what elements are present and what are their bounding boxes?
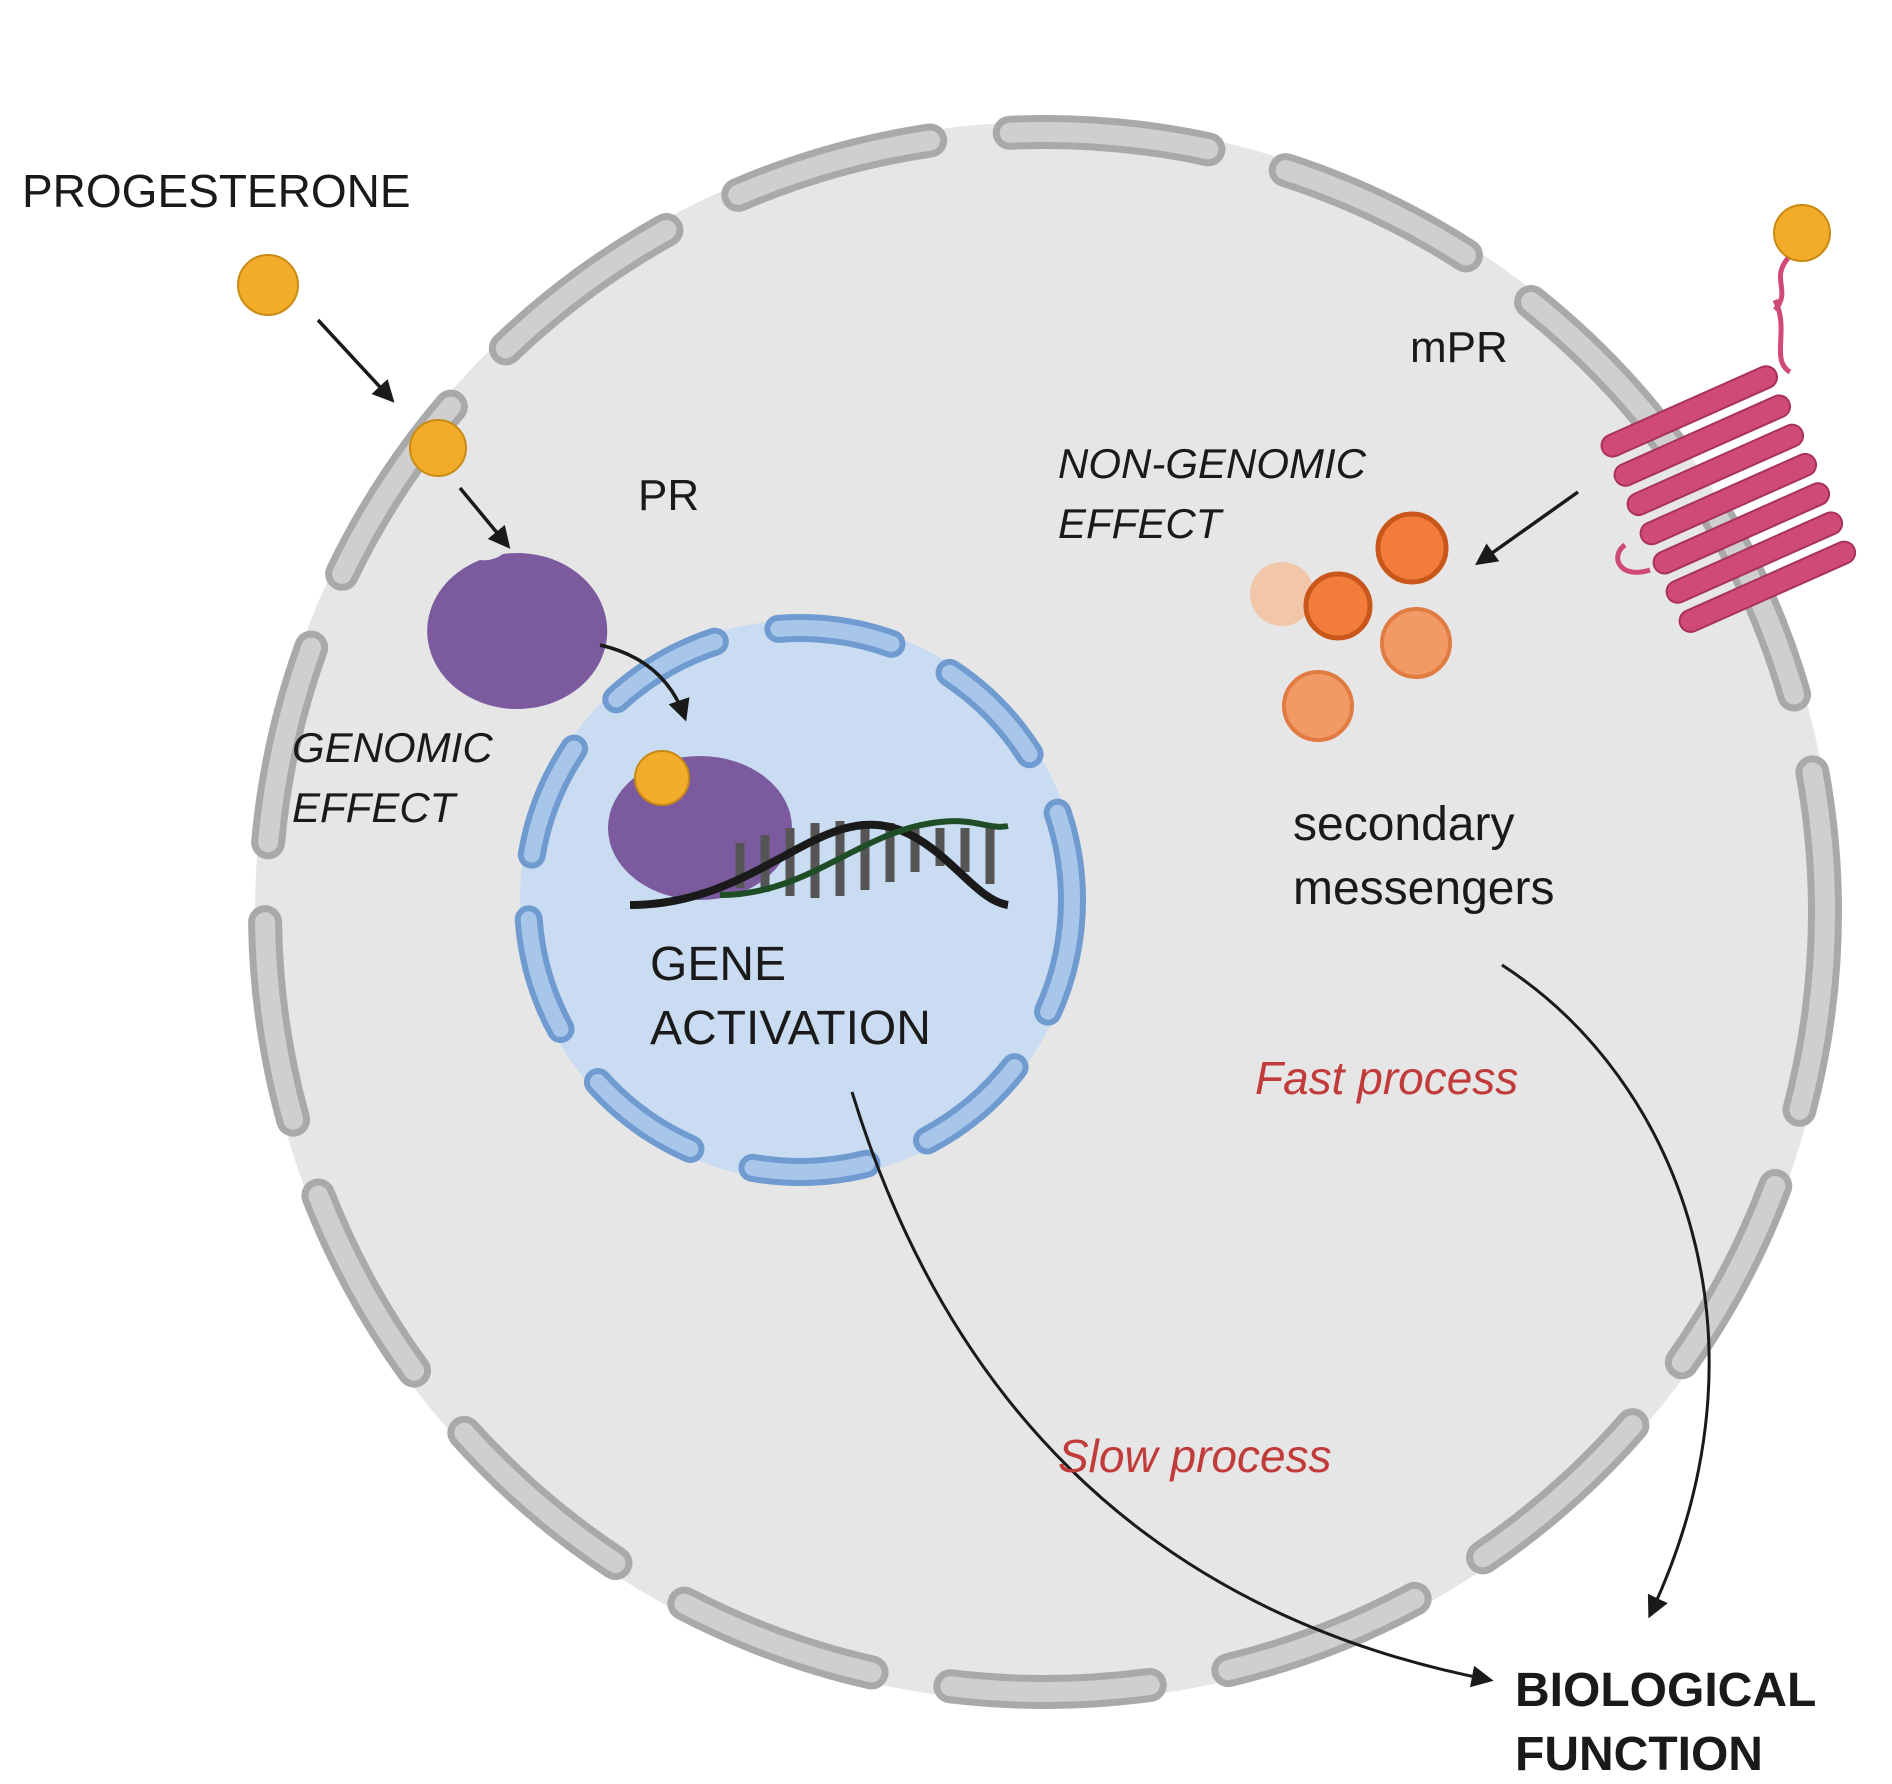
- progesterone-molecule-mpr: [1773, 204, 1831, 262]
- label-pr: PR: [638, 471, 699, 520]
- arrow-slow-process: [850, 1091, 1494, 1688]
- arrow-to-pr: [458, 486, 511, 549]
- progesterone-molecule-inside: [409, 419, 467, 477]
- messenger-2: [1303, 571, 1373, 641]
- dna-helix: [629, 818, 1009, 909]
- label-progesterone: PROGESTERONE: [22, 165, 411, 217]
- label-gene-line2: ACTIVATION: [650, 1002, 931, 1055]
- arrow-entry: [316, 318, 395, 403]
- label-mpr: mPR: [1410, 323, 1508, 372]
- pr-receptor: [427, 553, 608, 710]
- arrow-fast-process: [1501, 963, 1711, 1619]
- label-secondary-line1: secondary: [1293, 798, 1514, 851]
- messenger-4: [1282, 670, 1354, 742]
- label-fast-process: Fast process: [1255, 1052, 1518, 1104]
- cell-membrane-inner: [255, 122, 1835, 1702]
- label-secondary-line2: messengers: [1293, 862, 1554, 915]
- label-biological-line1: BIOLOGICAL: [1515, 1664, 1816, 1717]
- label-genomic-line1: GENOMIC: [292, 724, 493, 771]
- nuclear-envelope-inner: [520, 620, 1080, 1180]
- messenger-1: [1375, 511, 1449, 585]
- label-nongenomic-line2: EFFECT: [1058, 500, 1225, 547]
- label-gene-line1: GENE: [650, 938, 786, 991]
- progesterone-molecule-outside: [237, 254, 299, 316]
- label-biological-line2: FUNCTION: [1515, 1728, 1763, 1781]
- label-genomic-line2: EFFECT: [292, 784, 459, 831]
- arrow-mpr-to-messengers: [1475, 490, 1580, 566]
- label-nongenomic-line1: NON-GENOMIC: [1058, 440, 1367, 487]
- arrow-pr-to-nucleus: [599, 643, 690, 722]
- progesterone-molecule-bound: [634, 750, 690, 806]
- messenger-3: [1380, 607, 1452, 679]
- secondary-messengers: [1250, 511, 1452, 742]
- mpr-receptor: [1600, 298, 1857, 633]
- mpr-tether: [1772, 256, 1791, 312]
- label-slow-process: Slow process: [1058, 1430, 1332, 1482]
- messenger-faded: [1250, 562, 1314, 626]
